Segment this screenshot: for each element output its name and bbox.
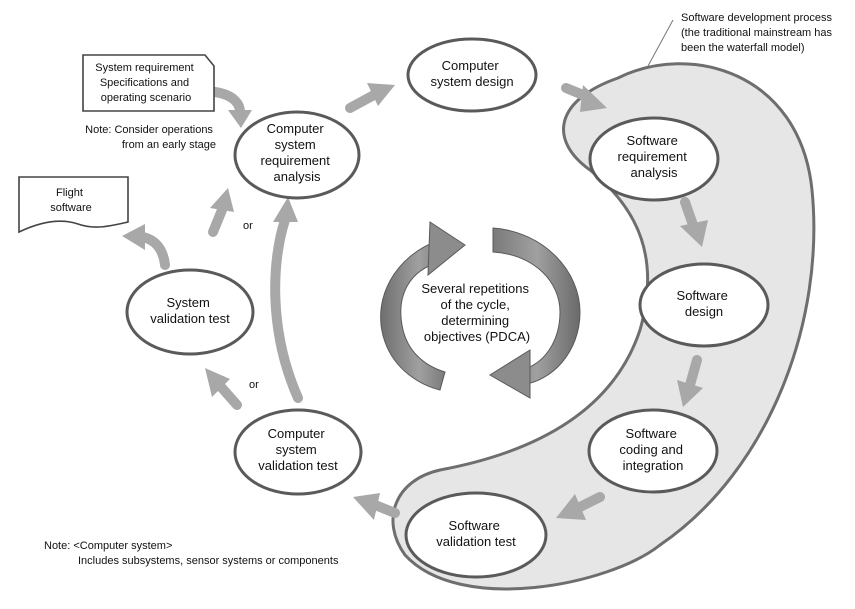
cycle-arrowhead-bottom [489,349,531,399]
node-computer-system-requirement-analysis [233,110,361,200]
doc-system-requirement [82,54,215,112]
label-system-validation-test: System validation test [150,295,230,326]
arrowhead [273,197,298,222]
note-software-process: Software development process (the tradit… [681,12,835,54]
pdca-cycle-text: Several repetitions of the cycle, determ… [421,281,532,344]
arrow-swdesign-to-coding [685,355,702,390]
arrow-swreq-to-swdesign [680,197,698,230]
doc-flight-software-text: Flight software [50,187,92,214]
node-system-validation-test [125,268,255,356]
label-software-coding-integration: Software coding and integration [619,426,686,473]
arrow-swval-to-csval [370,500,400,518]
arrow-doc-to-req [210,87,245,117]
label-software-requirement-analysis: Software requirement analysis [618,133,691,180]
note-operations: Note: Consider operations from an early … [85,124,216,151]
arrowhead [210,188,234,212]
doc-system-requirement-text: System requirement Specifications and op… [95,62,197,104]
arrowhead [205,368,230,397]
label-software-design: Software design [677,288,732,319]
arrowhead [353,493,380,520]
arrowhead [228,110,252,128]
doc-flight-software [18,176,129,234]
node-computer-system-validation-test [233,408,363,496]
flow-arrows [122,83,708,520]
node-software-validation-test [404,491,548,579]
arrow-sysval-to-req [208,205,227,237]
cycle-arrowhead-top [427,221,466,277]
label-computer-system-requirement-analysis: Computer system requirement analysis [261,121,334,184]
arrowhead [556,494,586,520]
node-software-requirement-analysis [588,116,720,202]
note-computer-system: Note: <Computer system> Includes subsyst… [44,540,339,567]
arrowhead [580,85,607,112]
label-computer-system-design: Computer system design [430,58,513,89]
node-software-design [638,262,770,348]
arrow-req-to-design [345,90,379,113]
or-label-upper: or [243,220,253,232]
arrow-csval-to-sysval [217,383,242,410]
arrow-sysval-to-flight [138,232,170,270]
cycle-arrow-left [380,239,446,391]
label-computer-system-validation-test: Computer system validation test [258,426,338,473]
node-software-coding-integration [587,408,719,494]
arrowhead [367,83,395,106]
arrow-coding-to-swval [573,492,605,513]
arrowhead [677,380,703,407]
arrowhead [122,224,145,250]
arrow-csval-to-req [270,215,303,403]
or-label-lower: or [249,379,259,391]
node-computer-system-design [406,37,538,113]
process-note-pointer [647,19,674,67]
pdca-cycle [380,221,581,399]
arrowhead [680,220,708,247]
label-software-validation-test: Software validation test [436,518,516,549]
